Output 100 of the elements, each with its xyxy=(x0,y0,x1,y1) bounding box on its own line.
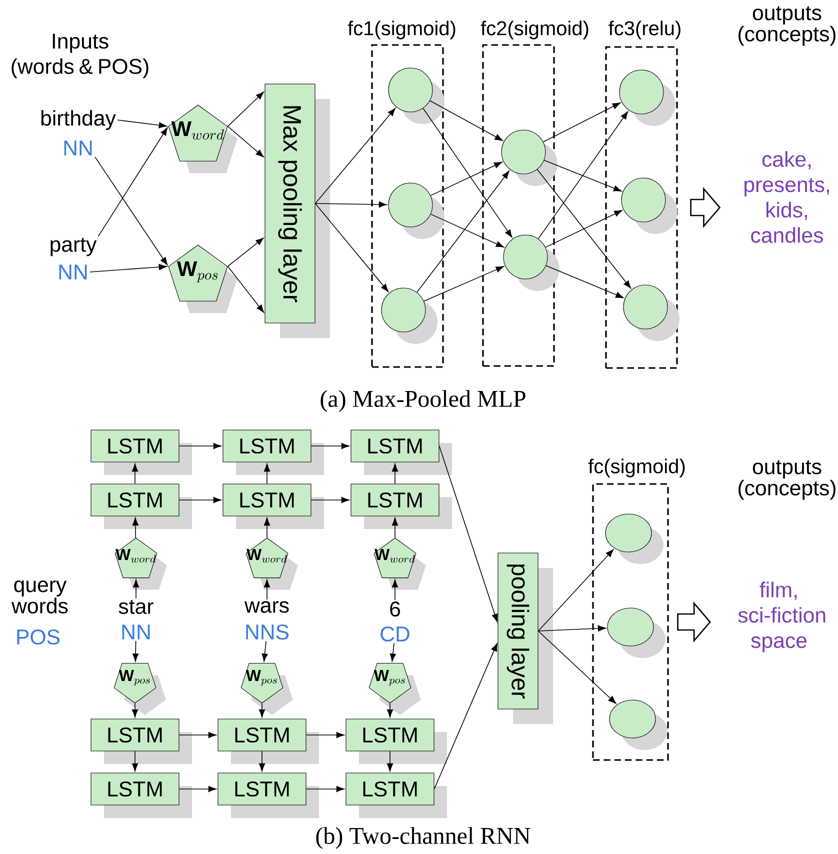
arrow xyxy=(132,750,138,772)
pos-tag: POS xyxy=(17,629,60,645)
arrow xyxy=(94,156,168,266)
arrow xyxy=(132,464,138,484)
neuron-circle xyxy=(503,234,548,280)
arrow xyxy=(258,750,266,772)
weight-pentagon: $\mathbf{W}_{word}$ xyxy=(114,538,158,578)
arrow xyxy=(178,732,216,738)
lstm-box: LSTM xyxy=(346,772,434,806)
arrow xyxy=(544,160,622,192)
arrow xyxy=(542,102,620,142)
arrow xyxy=(546,265,624,298)
arrow xyxy=(310,496,350,504)
layer-box: fc2(sigmoid) xyxy=(480,20,588,367)
arrow xyxy=(386,750,394,772)
lstm-box: LSTM xyxy=(350,430,440,462)
pos-tag: NN xyxy=(59,264,87,280)
node-label: fc2(sigmoid) xyxy=(480,20,588,40)
lstm-box: LSTM xyxy=(222,430,312,462)
arrow xyxy=(314,201,387,208)
arrow xyxy=(98,127,168,237)
arrow xyxy=(416,170,510,293)
output-concepts: film, sci-fiction space xyxy=(738,582,826,652)
arrow xyxy=(306,786,344,792)
pooling-layer-box: pooling layer xyxy=(498,552,538,710)
weight-pentagon: $\mathbf{W}_{word}$ xyxy=(246,538,288,578)
arrow xyxy=(264,579,270,600)
subfigure-caption: (a) Max-Pooled MLP xyxy=(320,390,526,412)
arrow xyxy=(178,442,222,450)
weight-pentagon: $\mathbf{W}_{pos}$ xyxy=(168,244,228,302)
lstm-box: LSTM xyxy=(90,484,180,516)
word-label: wars xyxy=(244,601,289,613)
arrow xyxy=(227,92,264,127)
neuron-circle xyxy=(619,70,664,114)
arrow xyxy=(392,464,398,484)
arrow xyxy=(90,264,167,272)
neuron-circle xyxy=(388,68,433,112)
arrow xyxy=(538,625,606,632)
weight-pentagon: $\mathbf{W}_{word}$ xyxy=(374,538,416,578)
arrow xyxy=(314,108,396,204)
output-heading: outputs (concepts) xyxy=(738,6,836,46)
arrow xyxy=(227,238,264,267)
weight-pentagon: $\mathbf{W}_{pos}$ xyxy=(240,662,284,704)
lstm-box: LSTM xyxy=(90,718,180,752)
arrow xyxy=(264,464,270,484)
arrow xyxy=(424,266,504,302)
arrow xyxy=(178,496,222,504)
arrow xyxy=(386,702,394,718)
arrow xyxy=(117,120,167,128)
word-label: birthday xyxy=(41,110,116,130)
subfigure-caption: (b) Two-channel RNN xyxy=(316,827,530,849)
lstm-box: LSTM xyxy=(218,772,306,806)
weight-pentagon: $\mathbf{W}_{pos}$ xyxy=(114,662,156,704)
input-heading: Inputs (words & POS) xyxy=(12,34,148,78)
layer-box: fc3(relu) xyxy=(605,20,680,369)
pos-tag: NN xyxy=(64,140,92,156)
node-label: fc3(relu) xyxy=(608,20,680,40)
arrow xyxy=(392,518,398,538)
arrow xyxy=(392,579,398,600)
arrow xyxy=(438,446,498,622)
arrow xyxy=(132,702,138,718)
neuron-circle xyxy=(609,700,656,738)
output-heading: outputs (concepts) xyxy=(738,460,836,500)
arrow xyxy=(227,266,264,313)
lstm-box: LSTM xyxy=(218,718,306,752)
lstm-box: LSTM xyxy=(90,430,180,462)
arrow xyxy=(538,549,614,632)
arrow xyxy=(132,640,139,662)
pos-tag: CD xyxy=(380,626,410,642)
arrow xyxy=(258,702,266,718)
neuron-circle xyxy=(621,178,666,222)
arrow xyxy=(178,786,216,792)
node-label: fc1(sigmoid) xyxy=(348,20,456,40)
arrow xyxy=(538,111,628,240)
lstm-box: LSTM xyxy=(346,718,434,752)
neuron-circle xyxy=(605,514,652,552)
layer-box: fc(sigmoid) xyxy=(588,458,685,761)
neuron-circle xyxy=(388,182,433,228)
word-label: party xyxy=(50,238,97,256)
arrow xyxy=(314,203,389,292)
weight-pentagon: $\mathbf{W}_{word}$ xyxy=(168,104,228,162)
word-label: star xyxy=(118,600,154,614)
arrow xyxy=(132,518,138,538)
arrow xyxy=(434,643,498,790)
arrow xyxy=(430,100,503,141)
block-arrow xyxy=(690,187,721,228)
output-concepts: cake, presents, kids, candles xyxy=(744,151,829,243)
weight-pentagon: $\mathbf{W}_{pos}$ xyxy=(368,662,412,704)
layer-box: fc1(sigmoid) xyxy=(348,20,456,368)
block-arrow xyxy=(677,602,711,642)
word-label: 6 xyxy=(390,601,400,617)
arrow xyxy=(227,126,264,158)
pos-tag: NNS xyxy=(246,624,289,640)
arrow xyxy=(264,518,270,538)
arrow xyxy=(538,630,616,704)
pos-tag: NN xyxy=(122,624,150,640)
arrow xyxy=(545,210,622,248)
lstm-box: LSTM xyxy=(350,484,440,516)
arrow xyxy=(422,108,512,238)
arrow xyxy=(310,442,350,450)
